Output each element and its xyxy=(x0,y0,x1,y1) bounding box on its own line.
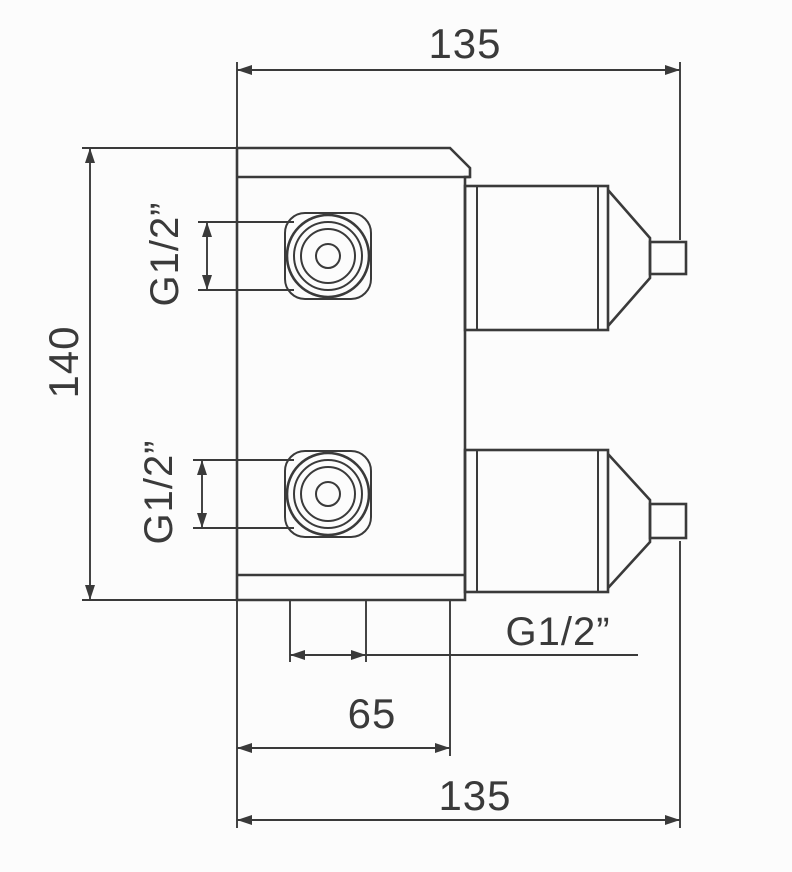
bottom-port-thread-ring xyxy=(293,459,363,529)
top-port-thread-ring xyxy=(293,221,363,291)
bottom-cartridge-stem xyxy=(648,502,688,540)
dim-port-spacing-label: 65 xyxy=(348,690,397,737)
dim-overall-height-label: 140 xyxy=(40,325,87,398)
top-cartridge xyxy=(463,184,688,332)
bottom-cartridge-body xyxy=(463,448,610,594)
arrow-up xyxy=(202,222,212,237)
top-cartridge-cone xyxy=(607,189,652,327)
dim-top-width: 135 xyxy=(236,20,681,240)
arrow-down xyxy=(202,275,212,290)
arrow-left xyxy=(290,650,305,660)
arrow-left xyxy=(237,743,252,753)
arrow-down xyxy=(85,585,95,600)
thread-top-port-label: G1/2” xyxy=(143,201,187,306)
top-cartridge-body xyxy=(463,184,610,332)
valve-body xyxy=(235,146,472,602)
arrow-up xyxy=(85,148,95,163)
bottom-port-inner-ring xyxy=(300,466,356,522)
thread-outlet-label: G1/2” xyxy=(505,610,610,654)
thread-bottom-port-label: G1/2” xyxy=(137,439,181,544)
top-port-pad xyxy=(284,212,372,300)
valve-body-outline xyxy=(235,146,472,602)
dim-port-spacing: 65 xyxy=(236,600,451,828)
top-cartridge-stem xyxy=(648,240,688,276)
bottom-port-outer-ring xyxy=(285,451,371,537)
arrow-up xyxy=(197,460,207,475)
arrow-right xyxy=(435,743,450,753)
top-port-outer-ring xyxy=(285,213,371,299)
dim-outlet-thread: G1/2” xyxy=(289,600,638,662)
dim-bottom-port-thread: G1/2” xyxy=(137,439,294,545)
arrow-left xyxy=(237,815,252,825)
dim-overall-height: 140 xyxy=(40,147,237,601)
top-port-bore xyxy=(315,243,341,269)
bottom-cartridge-cone xyxy=(607,453,652,589)
dim-bottom-width: 135 xyxy=(237,541,681,828)
bottom-cartridge xyxy=(463,448,688,594)
dim-bottom-width-label: 135 xyxy=(438,772,511,819)
top-port-inner-ring xyxy=(300,228,356,284)
arrow-down xyxy=(197,513,207,528)
arrow-left xyxy=(237,65,252,75)
bottom-port-bore xyxy=(315,481,341,507)
arrow-right xyxy=(665,65,680,75)
bottom-inlet-port xyxy=(284,450,372,538)
dim-top-port-thread: G1/2” xyxy=(143,201,294,307)
dim-top-width-label: 135 xyxy=(428,20,501,67)
arrow-right xyxy=(665,815,680,825)
arrow-right xyxy=(351,650,366,660)
bottom-port-pad xyxy=(284,450,372,538)
top-inlet-port xyxy=(284,212,372,300)
